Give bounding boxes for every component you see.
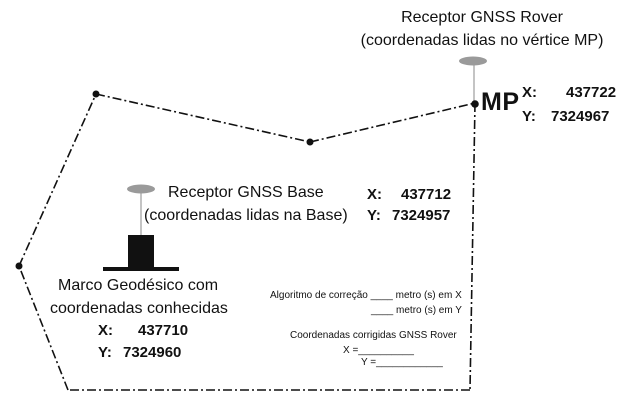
mp-y-label: Y:	[522, 108, 536, 125]
boundary-segment	[95, 93, 311, 143]
marker-y-label: Y:	[98, 344, 112, 361]
base-y-label: Y:	[367, 207, 381, 224]
mp-y-value: 7324967	[551, 108, 610, 125]
rover-antenna	[459, 56, 487, 108]
marker-base-slab	[103, 267, 179, 271]
geodetic-marker-icon	[128, 235, 154, 270]
mp-x-value: 437722	[566, 84, 617, 101]
rover-antenna-icon	[459, 56, 487, 66]
corrected-x-field: X =__________	[343, 345, 414, 356]
boundary-segment	[18, 93, 97, 267]
boundary-segment	[469, 102, 476, 391]
base-x-value: 437712	[401, 186, 452, 203]
correction-algorithm-y: ____ metro (s) em Y	[371, 305, 462, 316]
corrected-y-field: Y =____________	[361, 357, 443, 368]
base-antenna-icon	[127, 184, 155, 194]
vertex-point	[306, 138, 314, 146]
mp-label: MP	[481, 88, 520, 116]
marker-x-value: 437710	[138, 322, 189, 339]
corrected-coords-title: Coordenadas corrigidas GNSS Rover	[290, 330, 457, 341]
base-y-value: 7324957	[392, 207, 451, 224]
base-receiver	[103, 184, 179, 271]
mp-x-label: X:	[522, 84, 537, 101]
marker-title-line1: Marco Geodésico com	[58, 277, 219, 294]
marker-x-label: X:	[98, 322, 113, 339]
mp-vertex-point	[471, 100, 479, 108]
rover-title: Receptor GNSS Rover	[401, 9, 563, 26]
boundary-segment	[18, 265, 69, 391]
vertex-point	[92, 90, 100, 98]
base-x-label: X:	[367, 186, 382, 203]
correction-algorithm-x: Algoritmo de correção ____ metro (s) em …	[270, 290, 462, 301]
property-boundary	[18, 93, 476, 391]
base-title: Receptor GNSS Base	[168, 184, 324, 201]
boundary-segment	[309, 102, 476, 143]
marker-y-value: 7324960	[123, 344, 182, 361]
marker-title-line2: coordenadas conhecidas	[50, 300, 228, 317]
vertex-point	[15, 262, 23, 270]
rover-subtitle: (coordenadas lidas no vértice MP)	[360, 32, 604, 49]
base-subtitle: (coordenadas lidas na Base)	[144, 207, 348, 224]
